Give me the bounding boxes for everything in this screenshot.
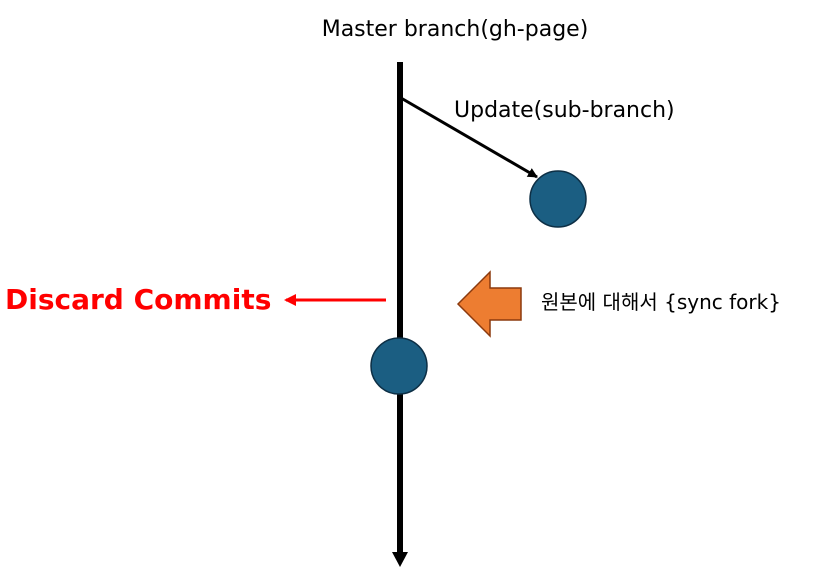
sync-fork-arrow — [456, 270, 522, 338]
master-branch-arrowhead — [392, 552, 408, 567]
master-commit-node — [370, 337, 428, 395]
discard-commits-label: Discard Commits — [5, 283, 272, 316]
master-branch-label: Master branch(gh-page) — [321, 17, 589, 42]
update-sub-branch-label: Update(sub-branch) — [454, 98, 675, 123]
sync-fork-label: 원본에 대해서 {sync fork} — [541, 290, 781, 314]
sub-branch-commit-node — [529, 170, 587, 228]
update-branch-arrow — [400, 96, 538, 179]
